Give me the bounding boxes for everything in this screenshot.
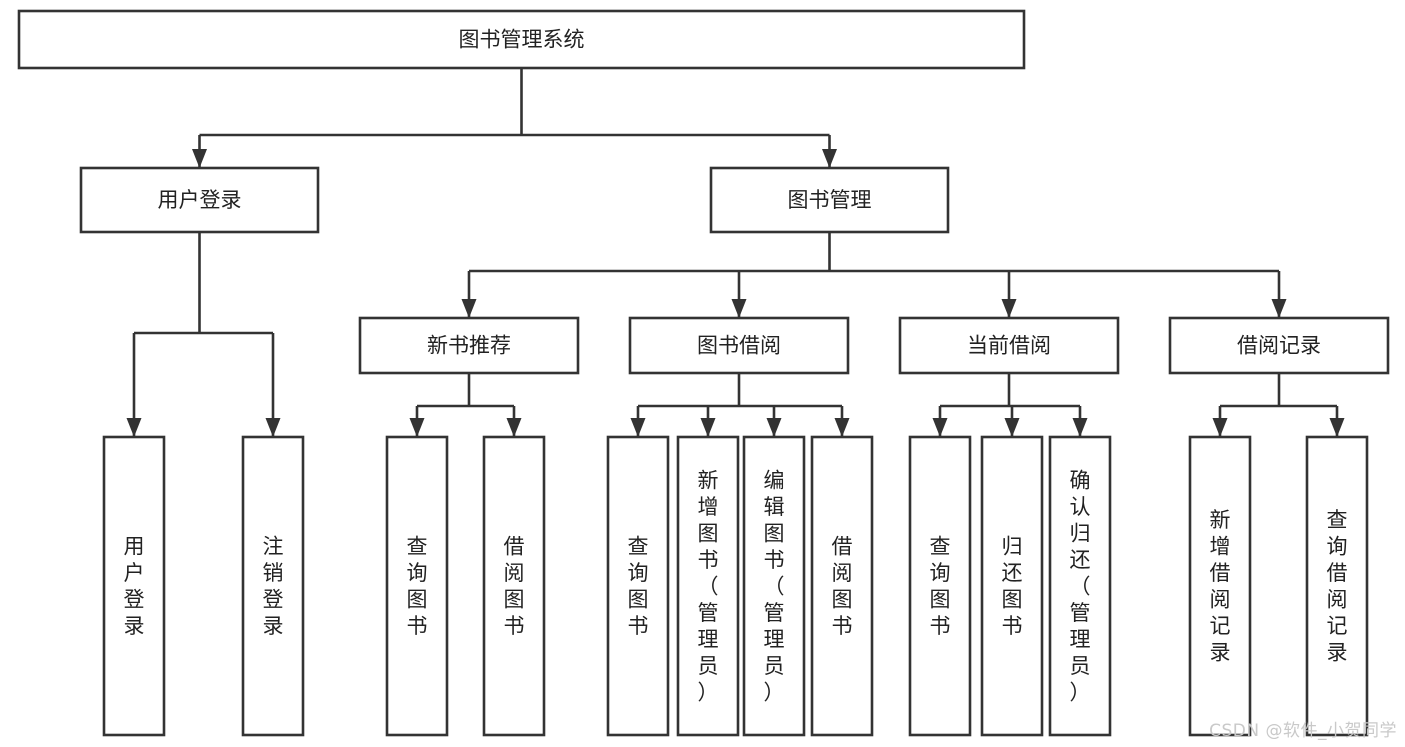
node-box-leaf-query-book-1 — [385, 435, 449, 737]
node-label-leaf-borrow-book-1: 借阅图书 — [504, 535, 525, 639]
node-current-borrow[interactable]: 当前借阅 — [898, 316, 1120, 375]
node-root[interactable]: 图书管理系统 — [17, 9, 1026, 70]
arrow-head-icon-leaf-user-login — [126, 418, 142, 437]
arrow-head-icon-leaf-borrow-book-1 — [506, 418, 522, 437]
node-label-leaf-query-record: 查询借阅记录 — [1327, 508, 1348, 665]
node-leaf-query-record[interactable]: 查询借阅记录 — [1305, 435, 1369, 737]
node-box-leaf-confirm-return — [1048, 435, 1112, 737]
node-label-current-borrow: 当前借阅 — [967, 334, 1051, 358]
node-label-user-login: 用户登录 — [158, 188, 242, 212]
node-leaf-user-login[interactable]: 用户登录 — [102, 435, 166, 737]
arrow-head-icon-new-book-rec — [461, 299, 477, 318]
node-box-leaf-edit-book — [742, 435, 806, 737]
node-box-leaf-query-book-2 — [606, 435, 670, 737]
node-user-login[interactable]: 用户登录 — [79, 166, 320, 234]
node-leaf-logout[interactable]: 注销登录 — [241, 435, 305, 737]
node-label-leaf-query-book-3: 查询图书 — [930, 535, 951, 639]
arrow-head-icon-leaf-logout — [265, 418, 281, 437]
node-layer: 图书管理系统用户登录图书管理新书推荐图书借阅当前借阅借阅记录用户登录注销登录查询… — [17, 9, 1390, 737]
node-label-leaf-add-record: 新增借阅记录 — [1210, 508, 1231, 665]
node-label-leaf-logout: 注销登录 — [263, 535, 284, 639]
node-box-leaf-borrow-book-2 — [810, 435, 874, 737]
csdn-watermark: CSDN @软件_小贺同学 — [1209, 721, 1397, 741]
arrow-head-icon-leaf-add-book — [700, 418, 716, 437]
node-borrow-record[interactable]: 借阅记录 — [1168, 316, 1390, 375]
node-label-borrow-record: 借阅记录 — [1237, 334, 1321, 358]
arrow-head-icon-leaf-query-book-1 — [409, 418, 425, 437]
arrow-head-icon-leaf-query-book-3 — [932, 418, 948, 437]
arrow-head-icon-current-borrow — [1001, 299, 1017, 318]
node-box-leaf-return-book — [980, 435, 1044, 737]
arrow-head-icon-leaf-query-record — [1329, 418, 1345, 437]
node-label-root: 图书管理系统 — [459, 28, 585, 52]
arrow-head-icon-leaf-borrow-book-2 — [834, 418, 850, 437]
arrow-head-icon-leaf-confirm-return — [1072, 418, 1088, 437]
node-label-leaf-confirm-return: 确认归还（管理员） — [1070, 468, 1091, 704]
node-book-manage[interactable]: 图书管理 — [709, 166, 950, 234]
node-label-book-borrow: 图书借阅 — [697, 334, 781, 358]
node-box-current-borrow — [898, 316, 1120, 375]
arrow-head-icon-borrow-record — [1271, 299, 1287, 318]
node-box-book-borrow — [628, 316, 850, 375]
node-label-leaf-return-book: 归还图书 — [1002, 535, 1023, 639]
arrow-head-icon-book-borrow — [731, 299, 747, 318]
node-box-user-login — [79, 166, 320, 234]
node-leaf-return-book[interactable]: 归还图书 — [980, 435, 1044, 737]
node-label-leaf-add-book: 新增图书（管理员） — [698, 468, 719, 704]
arrow-head-icon-leaf-return-book — [1004, 418, 1020, 437]
node-box-leaf-logout — [241, 435, 305, 737]
node-leaf-query-book-2[interactable]: 查询图书 — [606, 435, 670, 737]
node-box-leaf-add-record — [1188, 435, 1252, 737]
node-label-leaf-user-login: 用户登录 — [124, 535, 145, 639]
node-leaf-borrow-book-2[interactable]: 借阅图书 — [810, 435, 874, 737]
node-box-leaf-query-book-3 — [908, 435, 972, 737]
node-box-root — [17, 9, 1026, 70]
node-box-new-book-rec — [358, 316, 580, 375]
node-leaf-add-record[interactable]: 新增借阅记录 — [1188, 435, 1252, 737]
node-label-leaf-query-book-1: 查询图书 — [407, 535, 428, 639]
arrow-head-icon-book-manage — [822, 149, 837, 168]
node-box-leaf-borrow-book-1 — [482, 435, 546, 737]
node-label-leaf-borrow-book-2: 借阅图书 — [832, 535, 853, 639]
connector-layer — [126, 68, 1345, 437]
node-box-leaf-query-record — [1305, 435, 1369, 737]
arrow-head-icon-leaf-add-record — [1212, 418, 1228, 437]
node-label-leaf-query-book-2: 查询图书 — [628, 535, 649, 639]
node-label-book-manage: 图书管理 — [788, 188, 872, 212]
node-label-leaf-edit-book: 编辑图书（管理员） — [764, 468, 785, 704]
node-new-book-rec[interactable]: 新书推荐 — [358, 316, 580, 375]
node-leaf-borrow-book-1[interactable]: 借阅图书 — [482, 435, 546, 737]
node-leaf-confirm-return[interactable]: 确认归还（管理员） — [1048, 435, 1112, 737]
arrow-head-icon-leaf-query-book-2 — [630, 418, 646, 437]
arrow-head-icon-leaf-edit-book — [766, 418, 782, 437]
node-leaf-add-book[interactable]: 新增图书（管理员） — [676, 435, 740, 737]
node-box-leaf-add-book — [676, 435, 740, 737]
node-leaf-query-book-3[interactable]: 查询图书 — [908, 435, 972, 737]
node-box-book-manage — [709, 166, 950, 234]
node-leaf-query-book-1[interactable]: 查询图书 — [385, 435, 449, 737]
node-box-borrow-record — [1168, 316, 1390, 375]
node-leaf-edit-book[interactable]: 编辑图书（管理员） — [742, 435, 806, 737]
node-book-borrow[interactable]: 图书借阅 — [628, 316, 850, 375]
arrow-head-icon-user-login — [192, 149, 207, 168]
node-label-new-book-rec: 新书推荐 — [427, 334, 511, 358]
node-box-leaf-user-login — [102, 435, 166, 737]
